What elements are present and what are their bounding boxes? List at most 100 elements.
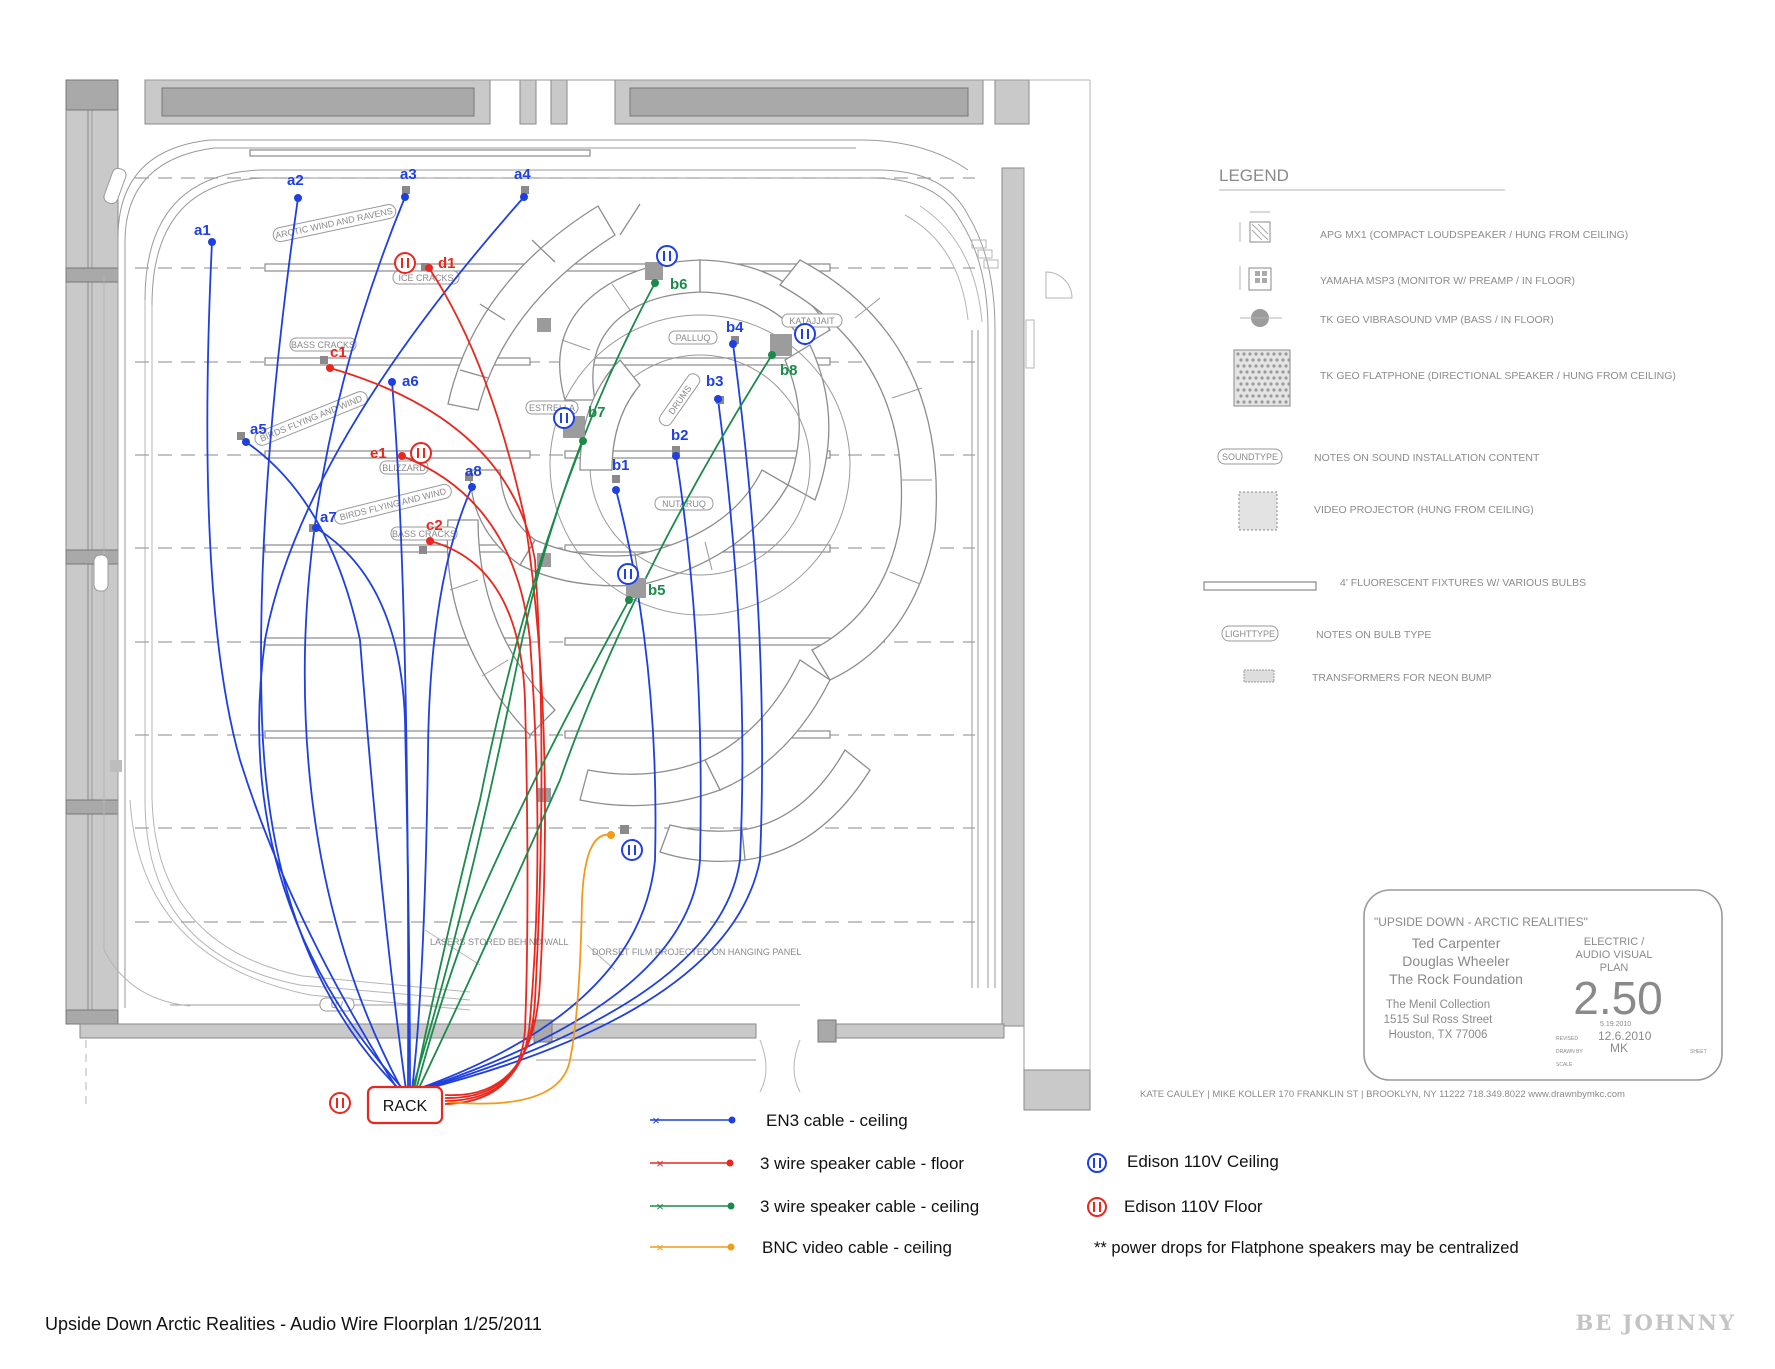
legend-lighttype-tag: LIGHTTYPE xyxy=(1225,629,1275,639)
title-block-sheet-number: 2.50 xyxy=(1573,972,1663,1024)
flatphone-pattern-dot xyxy=(1278,364,1282,368)
flatphone-pattern-dot xyxy=(1284,352,1288,356)
power-drops xyxy=(329,245,816,1114)
title-block-plan-2: AUDIO VISUAL xyxy=(1575,949,1652,961)
title-block-revised: 12.6.2010 xyxy=(1598,1029,1652,1043)
flatphone-pattern-dot xyxy=(1245,382,1249,386)
flatphone-pattern-dot xyxy=(1236,388,1240,392)
title-block-plan-3: PLAN xyxy=(1600,962,1629,974)
flatphone-pattern-dot xyxy=(1239,394,1243,398)
speaker-label-b8: b8 xyxy=(780,362,798,379)
tag-lasers: LASERS STORED BEHIND WALL xyxy=(430,937,569,947)
title-block-drawn-by: MK xyxy=(1610,1041,1628,1055)
edison-floor-legend-icon xyxy=(1087,1197,1107,1217)
speaker-label-a7: a7 xyxy=(320,509,337,526)
flatphone-pattern-dot xyxy=(1260,400,1264,404)
flatphone-pattern-dot xyxy=(1251,358,1255,362)
cable-legend-en3: × EN3 cable - ceiling xyxy=(650,1111,908,1130)
flatphone-pattern-dot xyxy=(1269,358,1273,362)
flatphone-pattern-dot xyxy=(1272,364,1276,368)
flatphone-pattern-dot xyxy=(1236,400,1240,404)
tag-ice-cracks: ICE CRACKS xyxy=(398,273,453,283)
cable-legend-label-en3: EN3 cable - ceiling xyxy=(766,1111,908,1130)
cable-routes xyxy=(206,196,773,1105)
flatphone-pattern-dot xyxy=(1248,388,1252,392)
tag-bass-cracks-2: BASS CRACKS xyxy=(392,529,456,539)
brand-logo: BE JOHNNY xyxy=(1575,1310,1736,1335)
flatphone-pattern-dot xyxy=(1254,364,1258,368)
flatphone-pattern-dot xyxy=(1248,376,1252,380)
speaker-label-b7: b7 xyxy=(588,404,606,421)
speaker-label-c1: c1 xyxy=(330,344,347,361)
legend-item-7: 4' FLUORESCENT FIXTURES W/ VARIOUS BULBS xyxy=(1340,577,1586,589)
power-legend-ceiling: Edison 110V Ceiling xyxy=(1087,1152,1279,1173)
flatphone-pattern-dot xyxy=(1287,394,1291,398)
tag-palluq: PALLUQ xyxy=(676,333,711,343)
speaker-label-b2: b2 xyxy=(671,427,689,444)
flatphone-pattern-dot xyxy=(1242,352,1246,356)
flatphone-pattern-dot xyxy=(1254,388,1258,392)
flatphone-pattern-dot xyxy=(1251,394,1255,398)
legend-item-2: YAMAHA MSP3 (MONITOR W/ PREAMP / IN FLOO… xyxy=(1320,275,1575,287)
speaker-label-b4: b4 xyxy=(726,319,744,336)
title-block-name-2: Douglas Wheeler xyxy=(1402,953,1510,969)
speaker-label-c2: c2 xyxy=(426,517,443,534)
flatphone-pattern-dot xyxy=(1284,376,1288,380)
flatphone-pattern-dot xyxy=(1242,400,1246,404)
page-title: Upside Down Arctic Realities - Audio Wir… xyxy=(45,1314,542,1334)
cable-legend-floor: × 3 wire speaker cable - floor xyxy=(650,1154,964,1173)
legend-item-8: NOTES ON BULB TYPE xyxy=(1316,629,1431,641)
equipment-rack: RACK xyxy=(366,1085,444,1125)
legend-item-9: TRANSFORMERS FOR NEON BUMP xyxy=(1312,672,1492,684)
title-block-sheet-label: SHEET xyxy=(1690,1049,1707,1055)
title-block-plan-1: ELECTRIC / xyxy=(1584,936,1645,948)
speaker-label-b6: b6 xyxy=(670,276,688,293)
bnc-video-cable xyxy=(446,833,612,1105)
tag-katajjait: KATAJJAIT xyxy=(789,316,835,326)
title-block-date: 5.19.2010 xyxy=(1600,1021,1631,1028)
flatphone-pattern-dot xyxy=(1278,376,1282,380)
legend: LEGEND SOUNDTYPE LIGHTTYPE APG MX1 (COMP… xyxy=(1203,166,1676,684)
title-block: "UPSIDE DOWN - ARCTIC REALITIES" Ted Car… xyxy=(1363,889,1723,1081)
flatphone-pattern-dot xyxy=(1248,364,1252,368)
flatphone-pattern-dot xyxy=(1272,376,1276,380)
flatphone-pattern-dot xyxy=(1281,358,1285,362)
flatphone-pattern-dot xyxy=(1281,370,1285,374)
flatphone-pattern-dot xyxy=(1263,394,1267,398)
power-legend-label-floor: Edison 110V Floor xyxy=(1124,1197,1263,1216)
svg-text:APG MX1 (COMPACT LOUDSPEAKER /: APG MX1 (COMPACT LOUDSPEAKER / HUNG FROM… xyxy=(1320,229,1628,241)
speaker-markers: a1 a2 a3 a4 a5 a6 a7 a8 b1 b2 b3 b4 c1 c… xyxy=(194,166,798,839)
flatphone-pattern-dot xyxy=(1236,364,1240,368)
cable-legend: × EN3 cable - ceiling × 3 wire speaker c… xyxy=(650,1111,1519,1257)
flatphone-pattern-dot xyxy=(1257,394,1261,398)
flatphone-pattern-dot xyxy=(1269,394,1273,398)
cable-legend-ceiling: × 3 wire speaker cable - ceiling xyxy=(650,1197,979,1216)
title-block-revised-label: REVISED xyxy=(1556,1036,1578,1042)
flatphone-pattern-dot xyxy=(1266,364,1270,368)
flatphone-pattern-dot xyxy=(1248,352,1252,356)
legend-item-5: NOTES ON SOUND INSTALLATION CONTENT xyxy=(1314,452,1540,464)
title-block-scale-label: SCALE xyxy=(1556,1062,1573,1068)
flatphone-pattern-dot xyxy=(1278,388,1282,392)
cable-legend-bnc: × BNC video cable - ceiling xyxy=(650,1238,952,1257)
speaker-label-a5: a5 xyxy=(250,421,267,438)
flatphone-pattern-dot xyxy=(1275,370,1279,374)
flatphone-pattern-dot xyxy=(1266,400,1270,404)
legend-heading: LEGEND xyxy=(1219,166,1289,185)
flatphone-pattern-dot xyxy=(1245,370,1249,374)
svg-text:×: × xyxy=(652,1113,660,1128)
flatphone-pattern-dot xyxy=(1281,382,1285,386)
flatphone-pattern-dot xyxy=(1284,388,1288,392)
flatphone-pattern-dot xyxy=(1287,370,1291,374)
title-block-project: "UPSIDE DOWN - ARCTIC REALITIES" xyxy=(1374,915,1588,929)
tag-dorset: DORSET FILM PROJECTED ON HANGING PANEL xyxy=(592,947,801,957)
flatphone-pattern-dot xyxy=(1251,370,1255,374)
edison-ceiling-legend-icon xyxy=(1087,1153,1107,1173)
flatphone-pattern-dot xyxy=(1245,394,1249,398)
floor-speaker-cables xyxy=(329,267,546,1105)
flatphone-pattern-dot xyxy=(1257,382,1261,386)
speaker-label-b1: b1 xyxy=(612,457,630,474)
tag-estrella: ESTRELLA xyxy=(529,403,575,413)
power-legend-floor: Edison 110V Floor xyxy=(1087,1197,1263,1217)
